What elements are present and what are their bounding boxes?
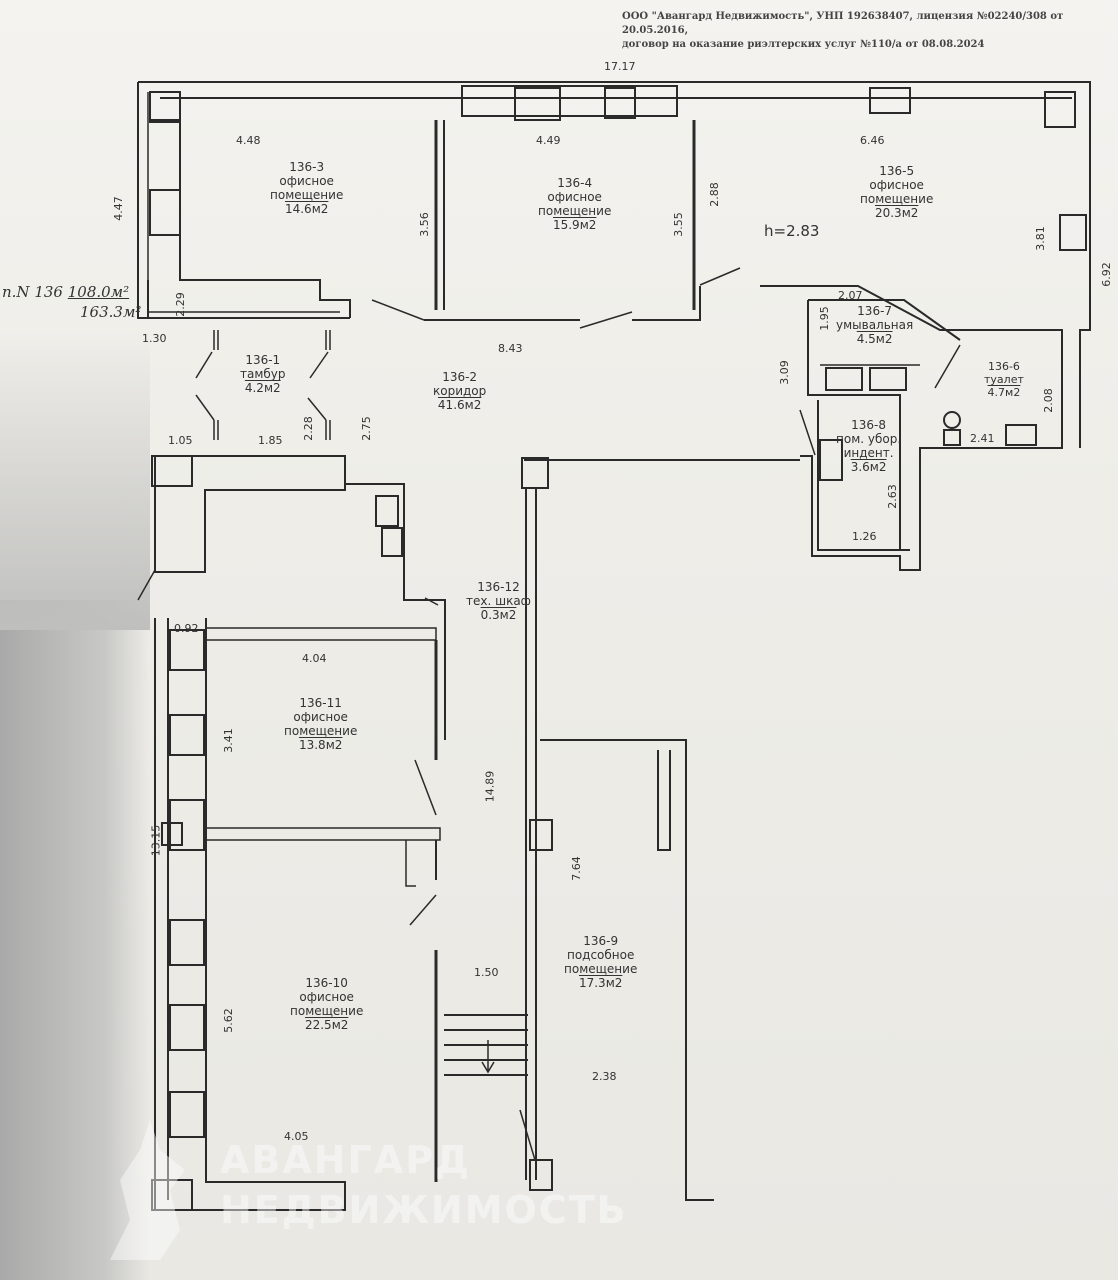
dim-d14: 3.09 — [777, 360, 791, 385]
dim-d21: 2.29 — [173, 292, 187, 317]
dim-d10: 3.81 — [1033, 226, 1047, 251]
dim-d28: 3.41 — [221, 728, 235, 753]
dim-d20: 8.43 — [498, 342, 523, 355]
outer-wall-top — [138, 81, 1091, 448]
outer-wall-left-top — [137, 82, 350, 319]
dim-d17: 2.63 — [885, 484, 899, 509]
agency-watermark: АВАНГАРД НЕДВИЖИМОСТЬ — [90, 1110, 650, 1270]
shadow-overlay — [0, 600, 150, 1280]
dim-d15: 2.08 — [1041, 388, 1055, 413]
header-line-2: договор на оказание риэлтерских услуг №1… — [622, 39, 985, 50]
dim-d3: 4.49 — [536, 134, 561, 147]
dim-d24: 1.05 — [168, 434, 193, 447]
summary-area-1: 108.0м² — [67, 283, 130, 301]
dim-d22: 2.28 — [301, 416, 315, 441]
summary-prefix: п.N 136 — [2, 283, 63, 301]
dim-d16: 2.41 — [970, 432, 995, 445]
dim-d27: 4.04 — [302, 652, 327, 665]
dim-d32: 5.62 — [221, 1008, 235, 1033]
dim-d25: 1.85 — [258, 434, 283, 447]
dim-d8: 2.88 — [707, 182, 721, 207]
dim-d13: 1.95 — [817, 306, 831, 331]
agency-header: ООО "Авангард Недвижимость", УНП 1926384… — [622, 10, 1112, 52]
dim-d23: 2.75 — [359, 416, 373, 441]
dim-d2: 4.48 — [236, 134, 261, 147]
summary-area-2: 163.3м² — [80, 303, 142, 321]
dim-d26: 0.92 — [174, 622, 199, 635]
apartment-summary: п.N 136 108.0м² 163.3м² — [2, 283, 141, 321]
shadow-overlay-top — [0, 330, 150, 630]
dim-d34: 2.38 — [592, 1070, 617, 1083]
dim-d30: 13.15 — [149, 824, 163, 857]
dim-d4: 6.46 — [860, 134, 885, 147]
dim-d19: 1.30 — [142, 332, 167, 345]
dim-d33: 1.50 — [474, 966, 499, 979]
dim-d35: 4.05 — [284, 1130, 309, 1143]
dim-d7: 3.55 — [671, 212, 685, 237]
dim-d6: 3.56 — [417, 212, 431, 237]
dim-d31: 7.64 — [569, 856, 583, 881]
dim-d11: 6.92 — [1099, 262, 1113, 287]
watermark-line-2: НЕДВИЖИМОСТЬ — [220, 1188, 628, 1232]
header-line-1: ООО "Авангард Недвижимость", УНП 1926384… — [622, 11, 1064, 36]
dim-d29: 14.89 — [483, 770, 497, 803]
dim-d5: 4.47 — [111, 196, 125, 221]
dim-d9: h=2.83 — [764, 222, 820, 240]
fox-logo-icon — [110, 1120, 185, 1260]
dim-d18: 1.26 — [852, 530, 877, 543]
dim-d12: 2.07 — [838, 289, 863, 302]
watermark-line-1: АВАНГАРД — [220, 1138, 471, 1182]
dim-d1: 17.17 — [604, 60, 636, 73]
